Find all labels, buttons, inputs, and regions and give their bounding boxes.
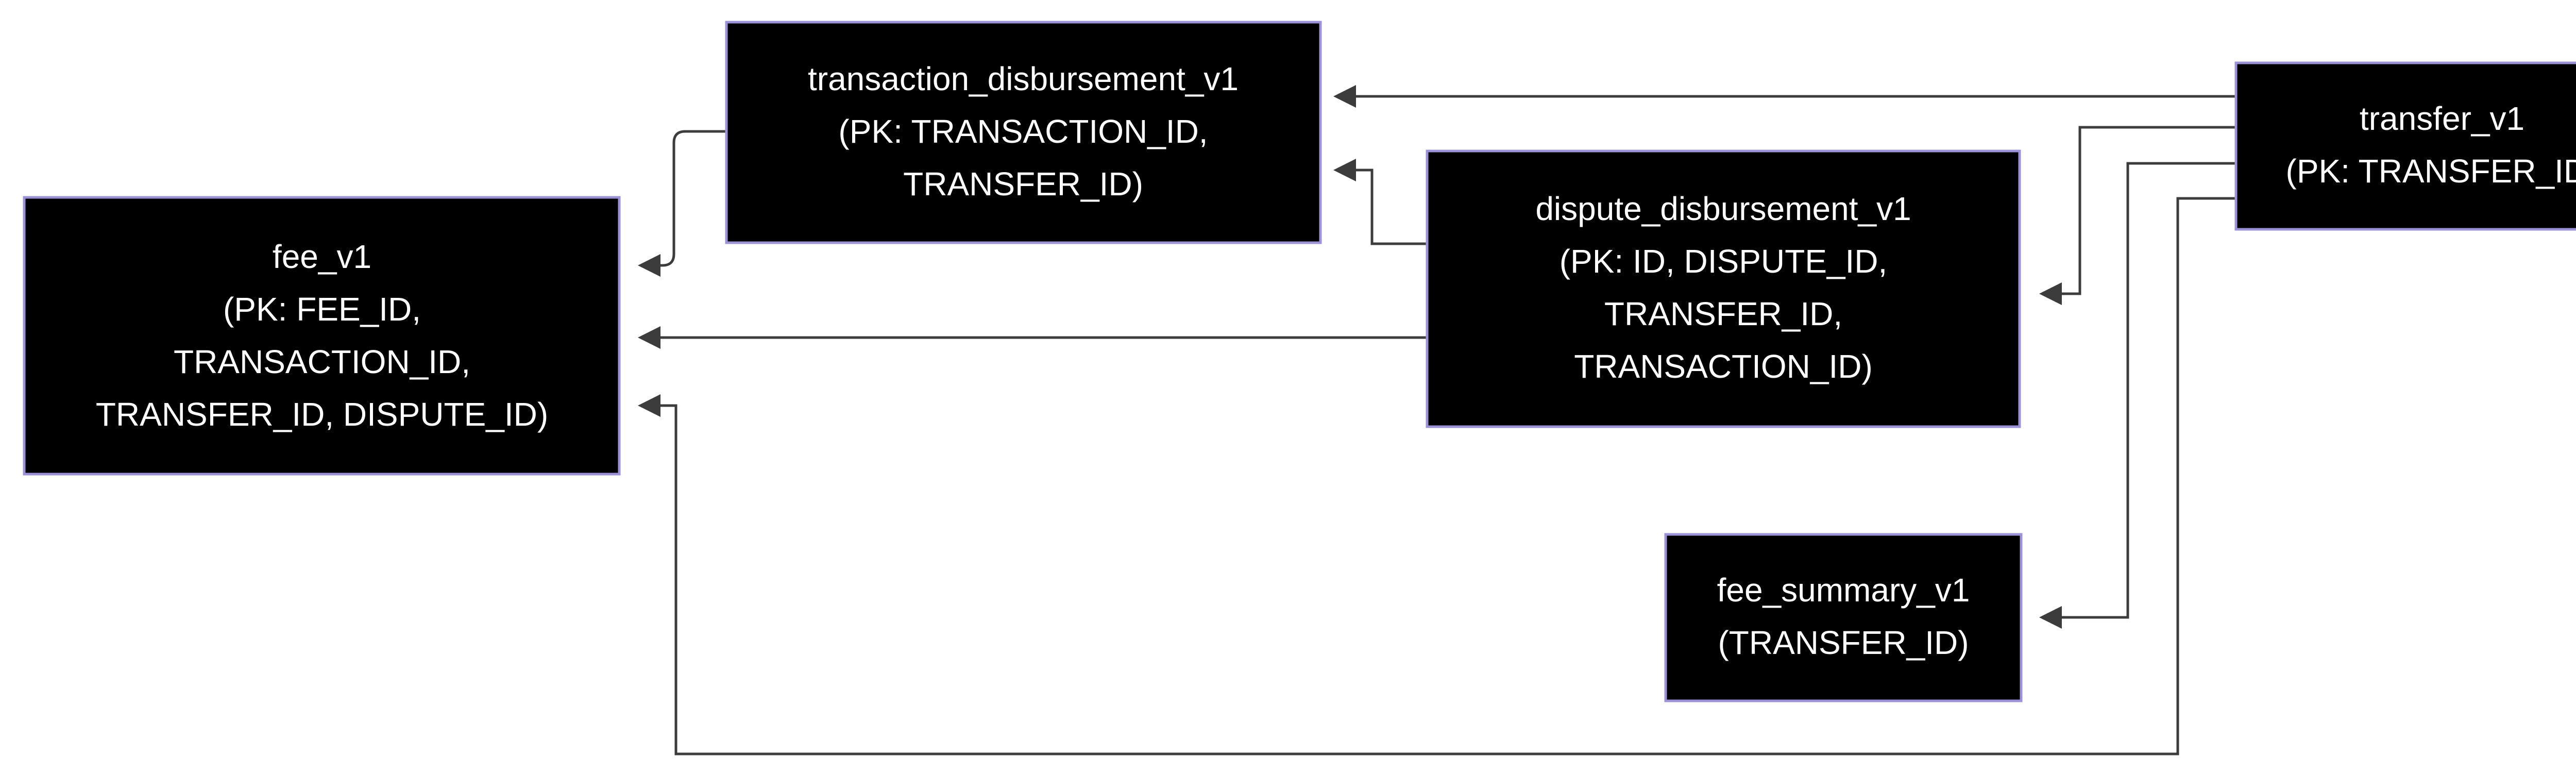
edge-transfer-to-fee	[638, 197, 2236, 755]
node-transaction-disbursement-v1-line-1: transaction_disbursement_v1	[808, 60, 1239, 97]
node-fee-summary-v1[interactable]: fee_summary_v1 (TRANSFER_ID)	[1664, 533, 2023, 702]
node-transfer-v1[interactable]: transfer_v1 (PK: TRANSFER_ID)	[2234, 61, 2576, 231]
node-fee-v1-line-1: fee_v1	[273, 238, 371, 275]
node-transaction-disbursement-v1[interactable]: transaction_disbursement_v1 (PK: TRANSAC…	[725, 21, 1322, 244]
node-dispute-disbursement-v1-line-3: TRANSFER_ID,	[1604, 295, 1842, 332]
node-fee-summary-v1-line-1: fee_summary_v1	[1717, 572, 1970, 609]
node-dispute-disbursement-v1-line-4: TRANSACTION_ID)	[1574, 348, 1873, 385]
node-transaction-disbursement-v1-line-3: TRANSFER_ID)	[903, 165, 1143, 203]
node-transfer-v1-line-2: (PK: TRANSFER_ID)	[2286, 153, 2576, 190]
node-fee-v1[interactable]: fee_v1 (PK: FEE_ID, TRANSACTION_ID, TRAN…	[23, 196, 621, 476]
edge-transfer-to-fee-summary	[2039, 162, 2236, 629]
edge-transaction-disbursement-to-fee	[638, 130, 726, 277]
node-fee-v1-line-2: (PK: FEE_ID,	[223, 291, 421, 328]
node-fee-v1-line-4: TRANSFER_ID, DISPUTE_ID)	[96, 396, 548, 433]
node-transfer-v1-line-1: transfer_v1	[2360, 100, 2524, 137]
node-transaction-disbursement-v1-line-2: (PK: TRANSACTION_ID,	[838, 113, 1208, 150]
node-dispute-disbursement-v1-line-1: dispute_disbursement_v1	[1535, 190, 1911, 227]
edge-transfer-to-dispute-disbursement	[2039, 126, 2236, 305]
node-fee-summary-v1-line-2: (TRANSFER_ID)	[1718, 624, 1969, 661]
node-dispute-disbursement-v1[interactable]: dispute_disbursement_v1 (PK: ID, DISPUTE…	[1426, 149, 2021, 428]
edge-dispute-disbursement-to-transaction-disbursement	[1333, 159, 1427, 245]
edge-dispute-disbursement-to-fee	[638, 326, 1427, 349]
node-dispute-disbursement-v1-line-2: (PK: ID, DISPUTE_ID,	[1560, 243, 1888, 280]
node-fee-v1-line-3: TRANSACTION_ID,	[174, 343, 470, 380]
edge-transfer-to-transaction-disbursement	[1333, 85, 2236, 108]
edges	[638, 85, 2236, 755]
